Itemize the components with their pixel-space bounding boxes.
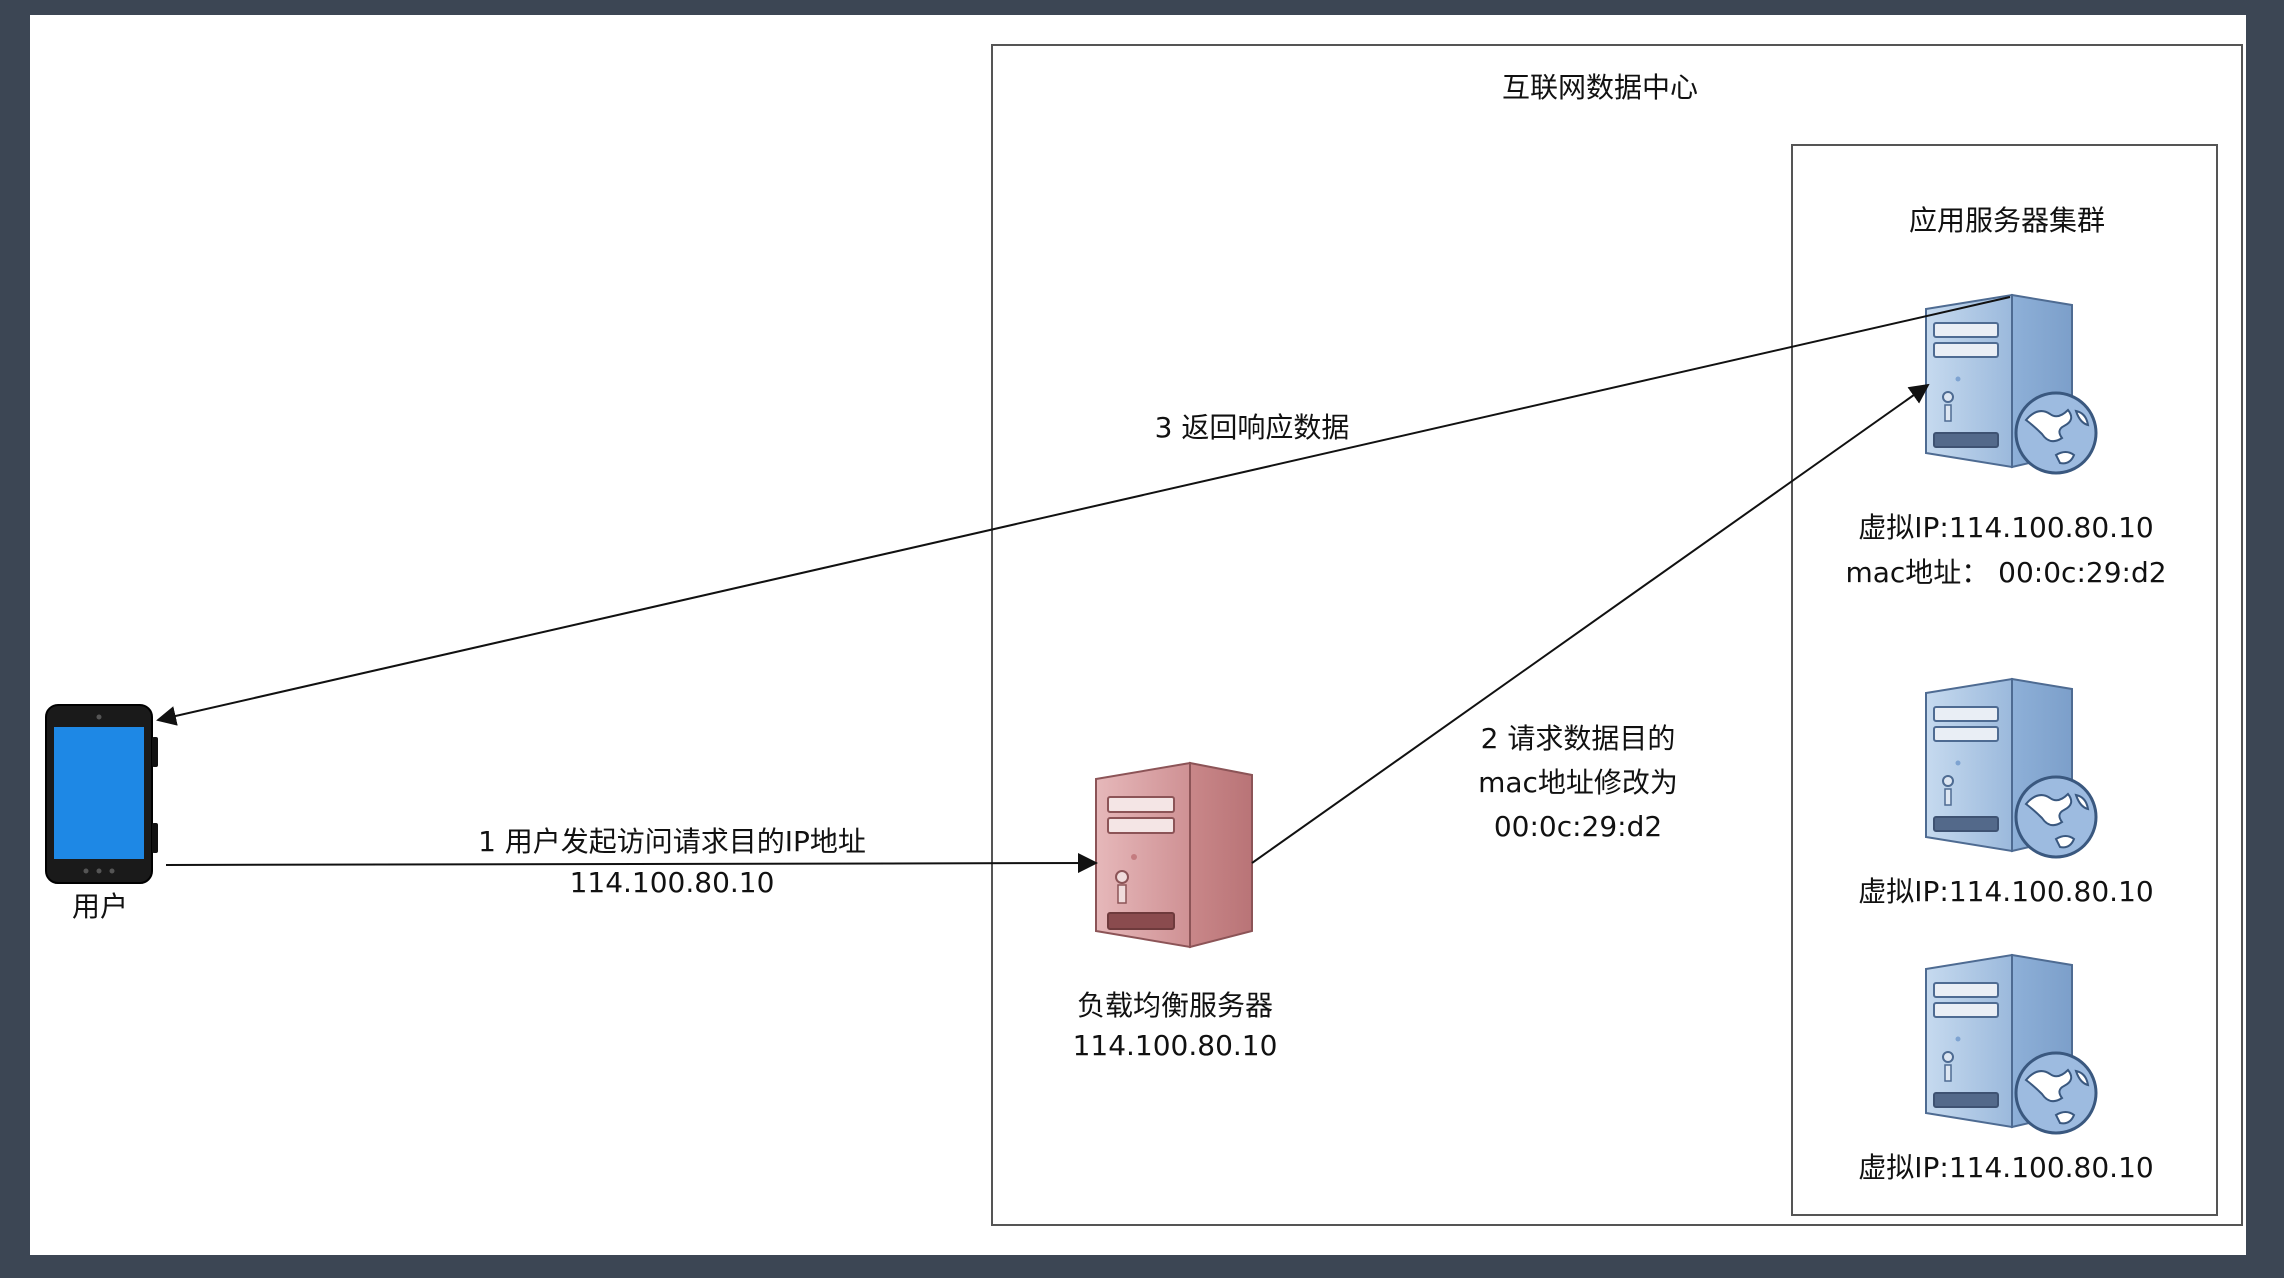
step-2-label-line1: 2 请求数据目的	[1481, 722, 1676, 755]
arrow-step-3	[156, 296, 2011, 726]
network-diagram: 互联网数据中心 应用服务器集群 用户 负载均衡服务器 114.100.80.10…	[45, 44, 2243, 1226]
load-balancer-name: 负载均衡服务器	[1077, 989, 1273, 1022]
app-server-1-mac: mac地址： 00:0c:29:d2	[1845, 556, 2166, 589]
cluster-title: 应用服务器集群	[1909, 204, 2105, 237]
app-server-3-icon	[1924, 953, 2098, 1135]
datacenter-boundary	[991, 44, 2243, 1226]
app-server-1-icon	[1924, 293, 2098, 475]
load-balancer-ip: 114.100.80.10	[1073, 1029, 1278, 1062]
arrow-step-1	[165, 853, 1098, 874]
diagram-canvas: 互联网数据中心 应用服务器集群 用户 负载均衡服务器 114.100.80.10…	[30, 15, 2246, 1255]
app-server-2-icon	[1924, 677, 2098, 859]
app-server-1-vip: 虚拟IP:114.100.80.10	[1858, 511, 2153, 544]
step-1-label-line2: 114.100.80.10	[570, 866, 775, 899]
user-label: 用户	[72, 890, 128, 923]
datacenter-title: 互联网数据中心	[1502, 71, 1698, 104]
server-cluster-boundary	[1791, 144, 2218, 1216]
phone-icon	[45, 704, 158, 884]
load-balancer-server-icon	[1095, 762, 1253, 948]
app-server-2-vip: 虚拟IP:114.100.80.10	[1858, 875, 2153, 908]
app-server-3-vip: 虚拟IP:114.100.80.10	[1858, 1151, 2153, 1184]
step-2-label-line3: 00:0c:29:d2	[1494, 810, 1662, 843]
step-1-label-line1: 1 用户发起访问请求目的IP地址	[478, 825, 866, 858]
arrow-step-2	[1251, 383, 1930, 864]
step-3-label: 3 返回响应数据	[1155, 411, 1350, 444]
step-2-label-line2: mac地址修改为	[1478, 766, 1678, 799]
